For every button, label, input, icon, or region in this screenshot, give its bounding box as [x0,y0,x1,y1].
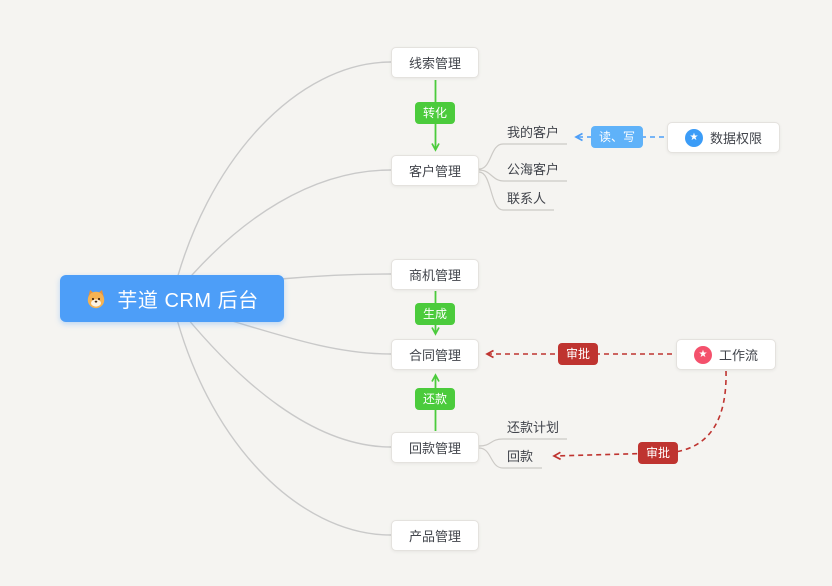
subnode-label: 回款 [507,449,534,464]
node-label: 合同管理 [408,348,461,363]
node-label: 产品管理 [408,529,461,544]
connector-root-to-clue [171,61,392,299]
star-icon: ★ [684,128,703,147]
arrow-approve-repayment [552,370,727,461]
badge-convert[interactable]: 转化 [414,102,456,124]
badge-approve-receivable[interactable]: 审批 [637,442,679,464]
star-icon: ★ [693,345,712,364]
connector-root-to-receivable [173,301,392,448]
node-customer-management[interactable]: 客户管理 [391,155,479,186]
subnode-label: 还款计划 [507,420,560,435]
node-label: 数据权限 [709,131,762,146]
subnode-label: 公海客户 [507,162,560,177]
subnode-public-customer[interactable]: 公海客户 [507,162,559,178]
subnode-my-customer[interactable]: 我的客户 [507,125,559,141]
node-label: 客户管理 [408,164,461,179]
connector-receivable-to-repayment [478,447,542,469]
subnode-label: 联系人 [507,191,547,206]
node-business-management[interactable]: 商机管理 [391,259,479,290]
subnode-repayment-plan[interactable]: 还款计划 [507,420,559,436]
dog-icon [85,288,107,310]
node-label: 商机管理 [408,268,461,283]
badge-approve-contract[interactable]: 审批 [557,343,599,365]
node-product-management[interactable]: 产品管理 [391,520,479,551]
node-label: 工作流 [718,348,758,363]
root-label: 芋道 CRM 后台 [117,290,259,312]
subnode-label: 我的客户 [507,125,560,140]
node-receivable-management[interactable]: 回款管理 [391,432,479,463]
connector-customer-to-my-customer [478,143,567,170]
subnode-repayment[interactable]: 回款 [507,449,533,465]
node-clue-management[interactable]: 线索管理 [391,47,479,78]
node-workflow[interactable]: ★ 工作流 [676,339,776,370]
connector-customer-to-public-customer [478,169,567,182]
connector-receivable-to-repayment-plan [478,438,567,447]
badge-generate[interactable]: 生成 [414,303,456,325]
connector-customer-to-contact [478,171,554,211]
root-node-crm[interactable]: 芋道 CRM 后台 [60,275,284,322]
node-label: 线索管理 [408,56,461,71]
node-contract-management[interactable]: 合同管理 [391,339,479,370]
connector-root-to-product [171,299,392,536]
subnode-contact[interactable]: 联系人 [507,191,546,207]
node-label: 回款管理 [408,441,461,456]
node-data-permission[interactable]: ★ 数据权限 [667,122,780,153]
badge-read-write[interactable]: 读、写 [590,126,644,148]
badge-repay[interactable]: 还款 [414,388,456,410]
connector-root-to-customer [173,169,392,297]
